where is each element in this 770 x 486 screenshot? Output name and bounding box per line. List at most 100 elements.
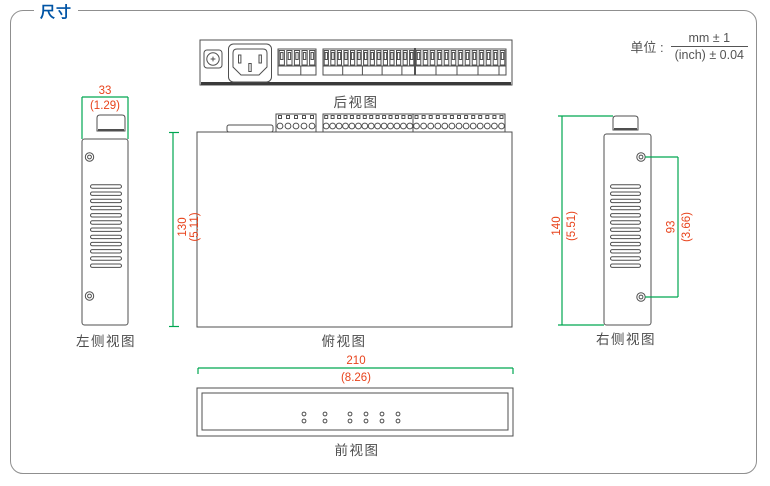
terminal-slot	[280, 52, 284, 60]
terminal	[343, 50, 349, 66]
units-fraction: mm ± 1 (inch) ± 0.04	[670, 31, 748, 62]
terminal-slot	[331, 52, 335, 60]
terminal-screw	[361, 122, 369, 130]
terminal-screw	[300, 122, 308, 130]
terminal	[301, 50, 308, 66]
right-power-bulge	[612, 115, 639, 131]
left-power-bulge	[96, 114, 126, 132]
terminal-slot	[377, 52, 381, 60]
vent-slot	[90, 263, 122, 268]
terminal	[278, 50, 285, 66]
led	[322, 411, 328, 417]
led	[379, 418, 385, 424]
right-view-caption: 右侧视图	[596, 332, 656, 347]
terminal-pin	[414, 115, 419, 119]
terminal-pin	[394, 115, 399, 119]
dim-33-inch: (1.29)	[90, 100, 120, 112]
terminal-strip	[322, 113, 414, 133]
terminal	[429, 50, 436, 66]
terminal-screw	[284, 122, 292, 130]
terminal-slot	[302, 52, 307, 60]
power-inlet	[228, 43, 272, 83]
led	[379, 411, 385, 417]
power-pin	[248, 63, 252, 72]
terminal-slot	[310, 52, 314, 60]
vent-slot	[610, 263, 641, 268]
page-title: 尺寸	[34, 1, 79, 22]
terminal-screw	[276, 122, 284, 130]
front-panel-inner	[201, 392, 509, 431]
dim-130-mm: 130	[177, 217, 189, 236]
vent-slots	[610, 184, 641, 268]
top-terminal-blocks	[275, 113, 506, 133]
terminal-screw	[413, 122, 420, 130]
vent-slot	[610, 184, 641, 189]
width-dimension: 33 (1.29)	[81, 85, 129, 139]
led	[301, 411, 307, 417]
terminal-slot	[423, 52, 428, 60]
led	[301, 418, 307, 424]
led-indicators	[301, 411, 401, 424]
units-inch-tolerance: (inch) ± 0.04	[670, 46, 748, 62]
dim-210-inch: (8.26)	[341, 372, 371, 384]
terminal-slot	[403, 52, 407, 60]
vent-slot	[610, 213, 641, 218]
depth-dimension: 130 (5.11)	[169, 131, 201, 328]
terminal-screw	[400, 122, 407, 130]
terminal-slot	[350, 52, 355, 60]
terminal-pin	[310, 115, 314, 119]
terminal	[485, 50, 492, 66]
terminal-pin	[375, 115, 380, 119]
terminal-pin	[349, 115, 354, 119]
terminal-slot	[493, 52, 498, 60]
top-view: 130 (5.11) 俯视图	[169, 113, 513, 349]
terminal-screw	[393, 122, 401, 130]
led	[347, 418, 353, 424]
vent-slot	[90, 227, 122, 232]
terminal-pin	[435, 115, 440, 119]
vent-slot	[90, 220, 122, 225]
terminal-pin	[388, 115, 393, 119]
terminal-slot	[390, 52, 394, 60]
terminal	[464, 50, 471, 66]
terminal-slot	[344, 52, 348, 60]
terminal-pin	[356, 115, 361, 119]
top-body	[196, 131, 513, 328]
vent-slot	[90, 234, 122, 240]
vent-slot	[90, 249, 122, 254]
terminal	[409, 50, 415, 66]
terminal-screw	[448, 122, 456, 130]
terminal	[478, 50, 485, 66]
terminal-pin	[278, 115, 282, 119]
rear-view-caption: 后视图	[334, 95, 379, 110]
terminal-pin	[401, 115, 406, 119]
terminal-screw	[420, 122, 428, 130]
terminal	[293, 50, 301, 66]
led	[322, 418, 328, 424]
terminal-screw	[335, 122, 343, 130]
terminal	[402, 50, 408, 66]
vent-slot	[90, 205, 122, 211]
terminal-screw	[292, 122, 300, 130]
terminal-screw	[469, 122, 477, 130]
terminal-screw	[455, 122, 463, 130]
vent-slot	[90, 184, 122, 189]
vent-slot	[610, 234, 641, 240]
front-view-caption: 前视图	[335, 442, 380, 458]
dim-93-inch: (3.66)	[681, 212, 693, 242]
terminal	[450, 50, 457, 66]
left-view-caption: 左侧视图	[76, 334, 136, 349]
terminal	[443, 50, 450, 66]
terminal-slot	[416, 52, 421, 60]
terminal	[309, 50, 316, 66]
vent-slot	[90, 256, 122, 261]
terminal-pin	[478, 115, 483, 119]
screw-hole	[84, 291, 95, 301]
terminal-screw	[387, 122, 394, 130]
front-width-dimension: 210 (8.26)	[197, 355, 514, 384]
vent-slot	[90, 198, 122, 204]
terminal	[336, 50, 342, 66]
terminal-pin	[457, 115, 461, 119]
vent-slot	[610, 205, 641, 211]
led	[347, 411, 353, 417]
